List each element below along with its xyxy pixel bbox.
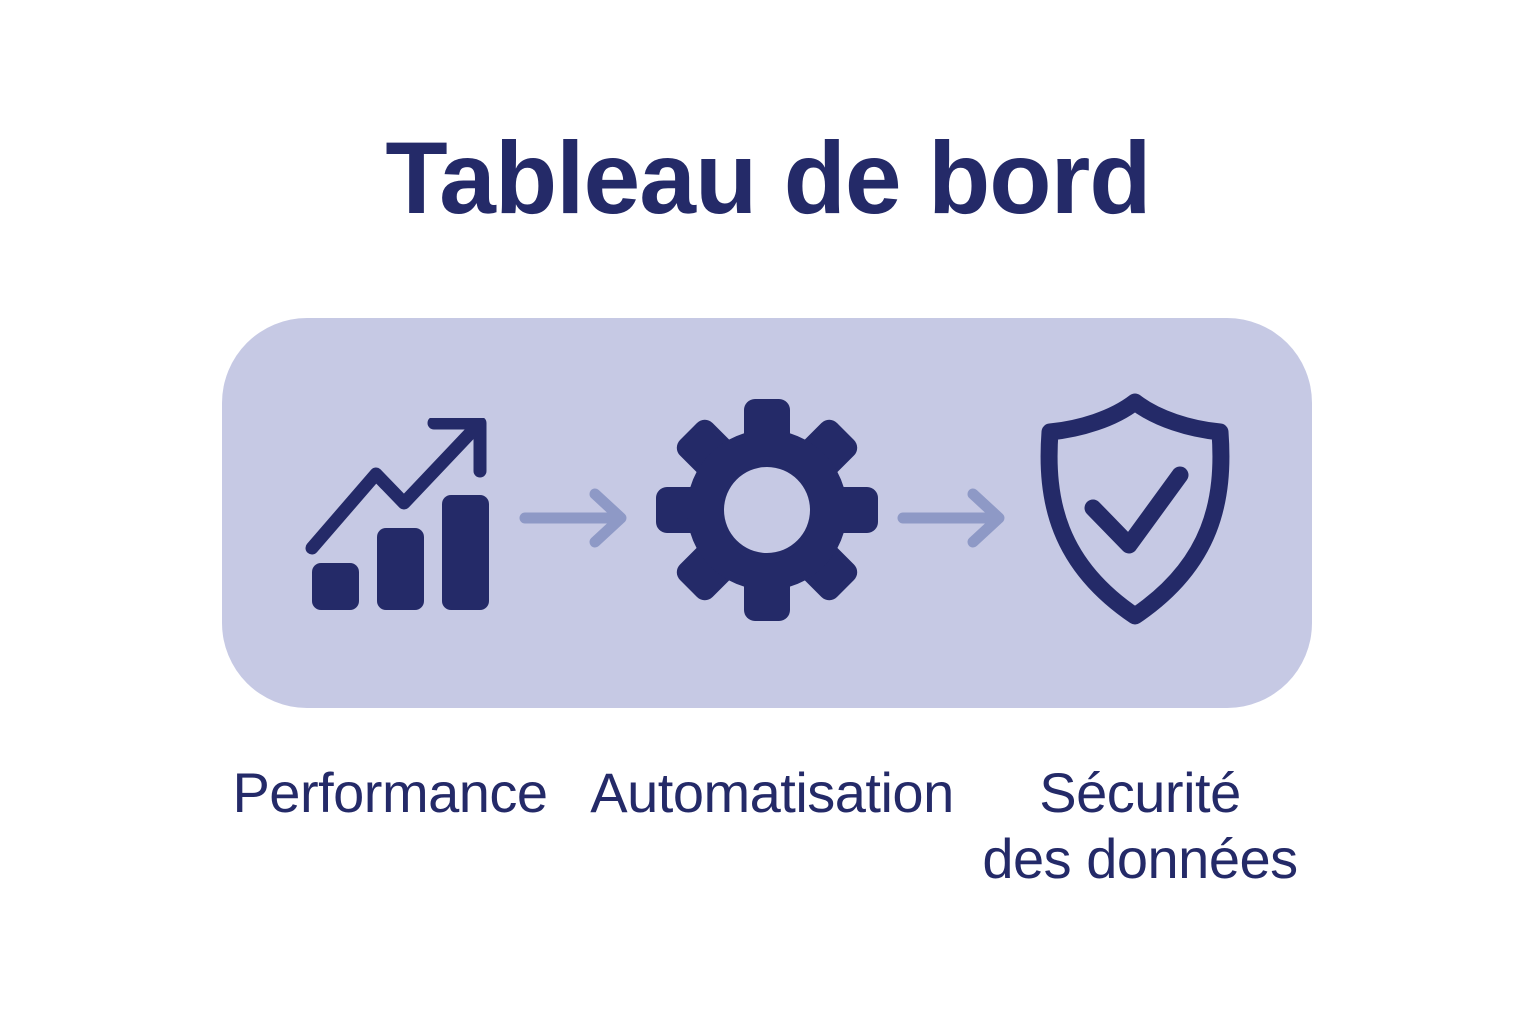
label-automatisation: Automatisation — [562, 760, 982, 826]
label-line: Automatisation — [590, 761, 954, 824]
label-line: Sécurité — [1039, 761, 1241, 824]
label-securite-des-donnees: Sécurité des données — [930, 760, 1350, 892]
label-line: Performance — [232, 761, 548, 824]
gear-icon — [656, 399, 878, 621]
arrow-right-icon — [519, 488, 627, 548]
feature-panel — [222, 318, 1312, 708]
bar-chart-growth-icon — [305, 418, 489, 610]
label-line: des données — [982, 827, 1298, 890]
arrow-right-icon — [897, 488, 1005, 548]
label-performance: Performance — [180, 760, 600, 826]
page-title: Tableau de bord — [385, 121, 1151, 235]
shield-check-icon — [1040, 393, 1230, 625]
